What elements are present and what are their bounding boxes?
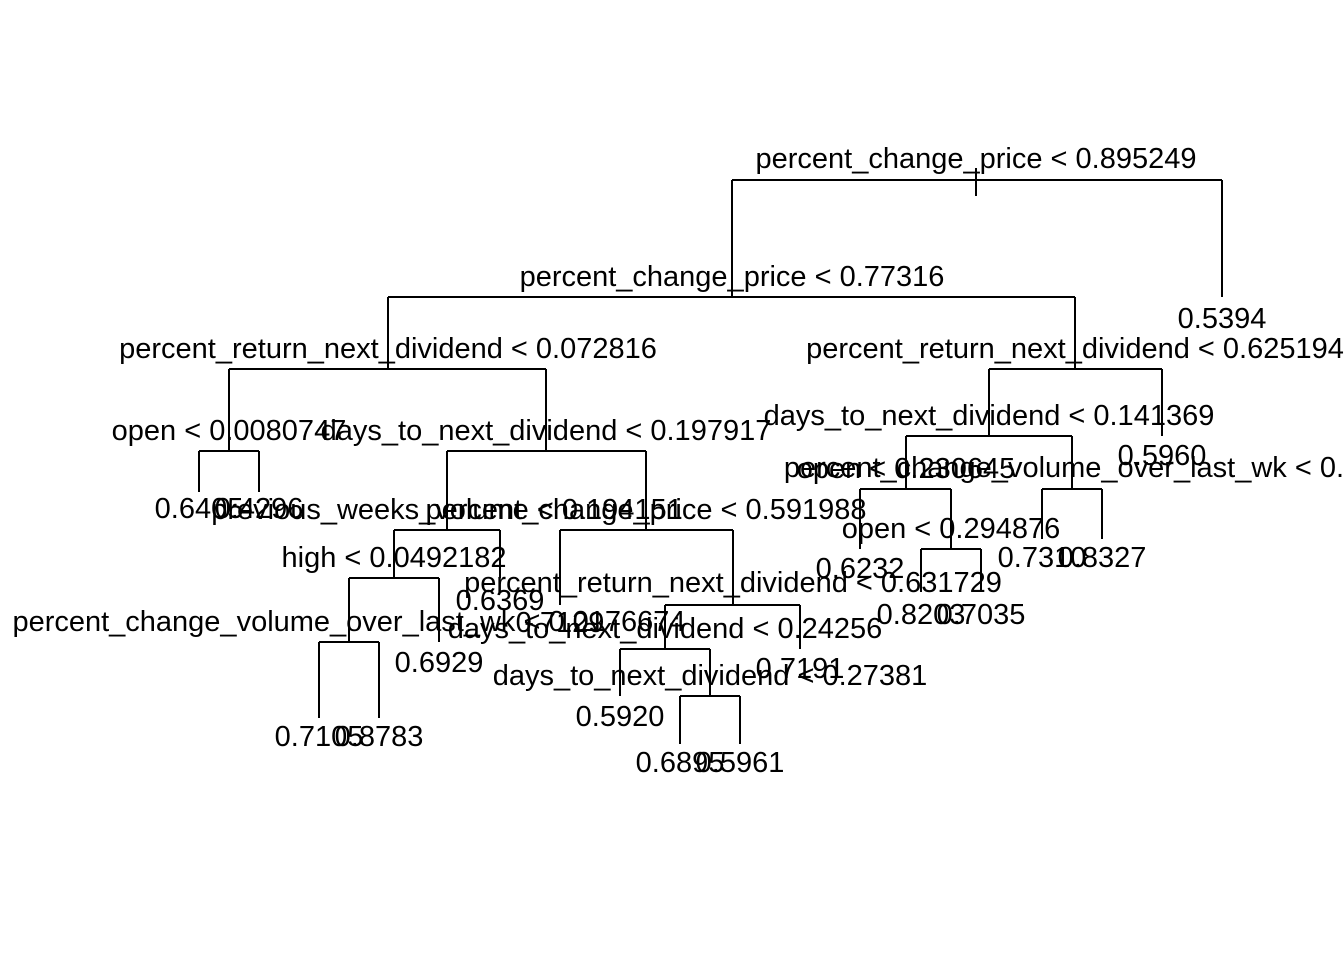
split-label: percent_change_volume_over_last_wk < 0.1 bbox=[784, 452, 1344, 484]
leaf-value: 0.5961 bbox=[696, 747, 785, 779]
split-label: open < 0.294876 bbox=[842, 513, 1061, 545]
split-label: days_to_next_dividend < 0.24256 bbox=[448, 613, 883, 645]
leaf-value: 0.4296 bbox=[215, 493, 304, 525]
split-label: days_to_next_dividend < 0.141369 bbox=[764, 400, 1215, 432]
leaf-value: 0.5920 bbox=[576, 701, 665, 733]
leaf-value: 0.7129 bbox=[516, 607, 605, 639]
split-label: percent_return_next_dividend < 0.625194 bbox=[806, 333, 1344, 365]
leaf-value: 0.6232 bbox=[816, 553, 905, 585]
leaf-value: 0.8203 bbox=[877, 599, 966, 631]
split-label: percent_change_price < 0.591988 bbox=[426, 494, 867, 526]
tree-labels: percent_change_price < 0.895249 percent_c… bbox=[12, 143, 1344, 779]
leaf-value: 0.6369 bbox=[456, 585, 545, 617]
split-label: high < 0.0492182 bbox=[282, 542, 507, 574]
split-label: percent_change_volume_over_last_wk < 0.0… bbox=[12, 606, 685, 638]
split-label: days_to_next_dividend < 0.197917 bbox=[321, 415, 772, 447]
leaf-value: 0.8783 bbox=[335, 721, 424, 753]
leaf-value: 0.8327 bbox=[1058, 542, 1147, 574]
leaf-value: 0.5960 bbox=[1118, 440, 1207, 472]
split-label: open < 0.230645 bbox=[797, 453, 1016, 485]
leaf-value: 0.7035 bbox=[937, 599, 1026, 631]
leaf-value: 0.5394 bbox=[1178, 303, 1267, 335]
leaf-value: 0.6895 bbox=[636, 747, 725, 779]
split-label: percent_change_price < 0.77316 bbox=[520, 261, 945, 293]
leaf-value: 0.6929 bbox=[395, 647, 484, 679]
split-label: percent_return_next_dividend < 0.631729 bbox=[464, 567, 1002, 599]
split-label: days_to_next_dividend < 0.27381 bbox=[493, 660, 928, 692]
split-label: open < 0.0080747 bbox=[112, 415, 347, 447]
leaf-value: 0.7310 bbox=[998, 542, 1087, 574]
leaf-value: 0.7105 bbox=[275, 721, 364, 753]
split-label: percent_return_next_dividend < 0.072816 bbox=[119, 333, 657, 365]
leaf-value: 0.7191 bbox=[756, 653, 845, 685]
tree-edges bbox=[198, 168, 1223, 744]
split-label: percent_change_price < 0.895249 bbox=[756, 143, 1197, 175]
split-label: previous_weeks_volume < 0.194151 bbox=[211, 494, 683, 526]
leaf-value: 0.6405 bbox=[155, 493, 244, 525]
